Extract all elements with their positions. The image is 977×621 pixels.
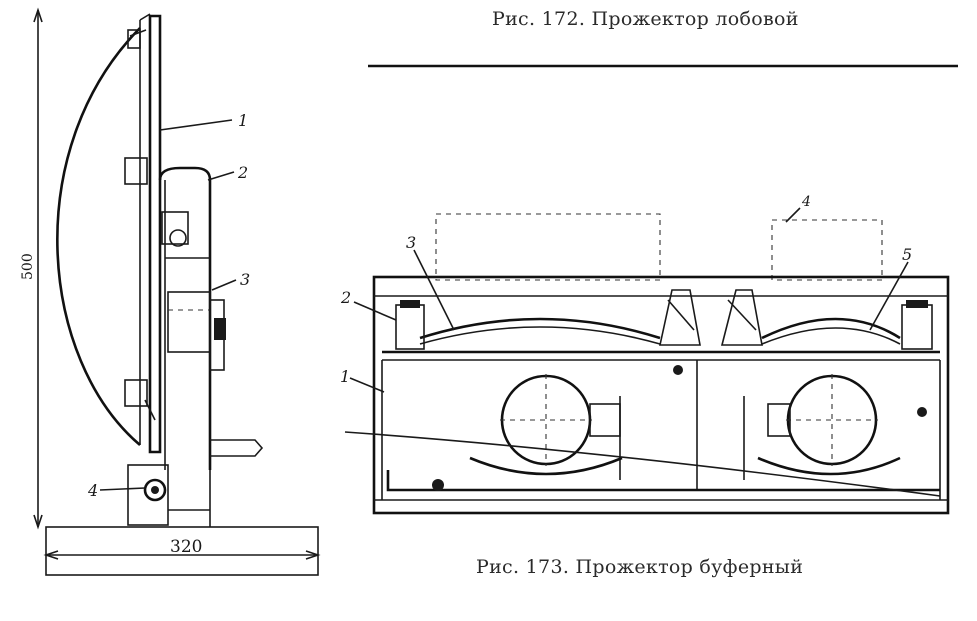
adjusting-mechanism — [167, 291, 211, 353]
housing — [372, 275, 950, 515]
bracket-lower — [124, 379, 148, 407]
dimension-height-label: 500 — [20, 253, 36, 280]
base-plate — [45, 526, 319, 576]
caption-figure-173: Рис. 173. Прожектор буферный — [476, 556, 804, 578]
side-shelf — [210, 439, 264, 457]
bulb-holder-left — [469, 456, 623, 476]
callout-172-3: 3 — [240, 270, 250, 289]
callout-173-4: 4 — [801, 194, 811, 210]
callout-172-2: 2 — [237, 163, 248, 182]
reflector — [56, 27, 141, 446]
bulb-right — [786, 374, 878, 466]
bulb-left — [500, 374, 592, 466]
caption-figure-172: Рис. 172. Прожектор лобовой — [492, 8, 799, 30]
callout-173-5: 5 — [902, 245, 912, 264]
pivot-bolt — [143, 478, 167, 502]
dimension-width-label: 320 — [170, 537, 202, 557]
front-door — [148, 14, 162, 454]
callout-173-3: 3 — [406, 233, 416, 252]
wire — [344, 431, 941, 497]
lens-right — [761, 317, 901, 340]
column — [158, 166, 212, 470]
callout-172-1: 1 — [238, 111, 248, 130]
seal-profile-right — [720, 289, 763, 346]
bottom-tray — [386, 470, 940, 492]
lamp-outline-left — [435, 213, 661, 281]
hinge-block — [161, 211, 189, 245]
pivot-housing — [127, 464, 169, 526]
bulb-holder-right — [757, 456, 901, 476]
figure-173-drawing — [344, 207, 950, 515]
clamp-right — [901, 304, 933, 350]
callout-172-4: 4 — [87, 481, 98, 500]
clamp-left — [395, 304, 425, 350]
seal-profile-left — [659, 289, 701, 346]
callout-173-2: 2 — [340, 288, 351, 307]
lens-left — [419, 317, 661, 340]
bracket-upper — [124, 157, 148, 185]
figure-172-drawing — [33, 7, 321, 576]
lamp-outline-right — [771, 219, 883, 281]
callout-173-1: 1 — [340, 367, 350, 386]
